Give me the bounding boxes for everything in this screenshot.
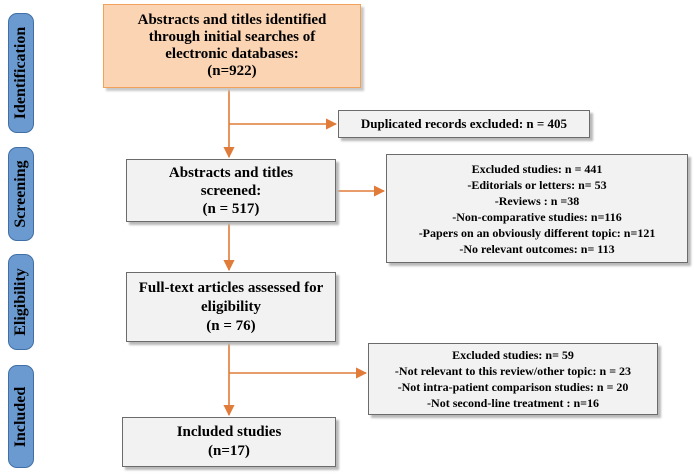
full-text-count: (n = 76) bbox=[206, 317, 256, 334]
fulltext-excluded-reason: -Not intra-patient comparison studies: n… bbox=[397, 380, 629, 394]
screened-text-line: screened: bbox=[200, 182, 262, 199]
included-box: Included studies (n=17) bbox=[122, 417, 336, 467]
full-text-line: eligibility bbox=[201, 298, 261, 315]
screening-excluded-total: Excluded studies: n = 441 bbox=[471, 161, 603, 176]
stage-tab-screening: Screening bbox=[8, 147, 34, 241]
fulltext-excluded-box: Excluded studies: n= 59 -Not relevant to… bbox=[368, 343, 658, 415]
duplicates-excluded-text: Duplicated records excluded: n = 405 bbox=[360, 116, 568, 131]
full-text-box: Full-text articles assessed for eligibil… bbox=[126, 272, 336, 342]
identification-text-line: Abstracts and titles identified bbox=[137, 12, 327, 28]
screened-box: Abstracts and titles screened: (n = 517) bbox=[126, 159, 336, 222]
included-count: (n=17) bbox=[208, 443, 250, 459]
identification-count: (n=922) bbox=[207, 63, 257, 79]
stage-tab-identification: Identification bbox=[8, 13, 34, 133]
screening-excluded-reason: -Reviews : n =38 bbox=[494, 193, 580, 208]
stage-label-identification: Identification bbox=[12, 26, 29, 120]
duplicates-excluded-box: Duplicated records excluded: n = 405 bbox=[338, 110, 590, 138]
stage-label-included: Included bbox=[12, 386, 29, 447]
fulltext-excluded-total: Excluded studies: n= 59 bbox=[452, 348, 574, 362]
screening-excluded-reason: -Papers on an obviously different topic:… bbox=[418, 225, 656, 240]
fulltext-excluded-reason: -Not second-line treatment : n=16 bbox=[427, 396, 599, 410]
screening-excluded-reason: -Non-comparative studies: n=116 bbox=[452, 209, 622, 224]
identification-text-line: electronic databases: bbox=[165, 46, 299, 62]
identification-box: Abstracts and titles identified through … bbox=[103, 4, 361, 88]
included-text: Included studies bbox=[176, 424, 282, 440]
stage-label-screening: Screening bbox=[12, 160, 29, 228]
full-text-line: Full-text articles assessed for bbox=[138, 279, 324, 296]
identification-text-line: through initial searches of bbox=[148, 29, 316, 45]
screened-count: (n = 517) bbox=[202, 200, 260, 217]
fulltext-excluded-reason: -Not relevant to this review/other topic… bbox=[394, 364, 632, 378]
screening-excluded-reason: -No relevant outcomes: n= 113 bbox=[459, 241, 615, 256]
stage-label-eligibility: Eligibility bbox=[12, 268, 29, 336]
screening-excluded-reason: -Editorials or letters: n= 53 bbox=[467, 177, 607, 192]
screening-excluded-box: Excluded studies: n = 441 -Editorials or… bbox=[386, 154, 688, 263]
screened-text-line: Abstracts and titles bbox=[168, 164, 294, 181]
stage-tab-included: Included bbox=[8, 365, 34, 468]
stage-tab-eligibility: Eligibility bbox=[8, 254, 34, 350]
